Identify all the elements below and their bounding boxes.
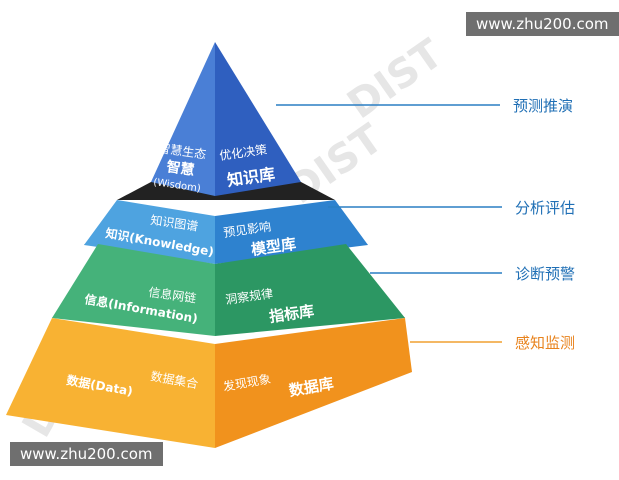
pyramid-diagram: DIST DIST DIST 预测推演 分析评估 诊断预警 感知监测 智慧生态 … [6,30,575,448]
faded-mark-1: DIST [339,30,451,128]
information-layer-right [215,244,405,336]
side-label-diagnose: 诊断预警 [515,265,575,283]
wisdom-left-main: 智慧 [164,158,195,179]
information-layer-left [52,244,215,336]
watermark-bottom: www.zhu200.com [10,442,163,466]
information-left-top: 信息网链 [148,284,198,306]
wisdom-layer-right [215,42,301,196]
knowledge-right-top: 预见影响 [222,218,272,240]
data-layer-right [215,318,412,448]
wisdom-left-top: 智慧生态 [158,140,208,162]
knowledge-left-top: 知识图谱 [150,213,199,234]
wisdom-layer-left [151,42,215,196]
side-label-analyze: 分析评估 [515,199,575,217]
information-right-top: 洞察规律 [224,285,274,307]
data-layer-left [6,318,215,448]
side-label-predict: 预测推演 [513,97,573,115]
side-label-sense: 感知监测 [515,334,575,352]
watermark-top: www.zhu200.com [466,12,619,36]
wisdom-right-top: 优化决策 [218,142,267,163]
